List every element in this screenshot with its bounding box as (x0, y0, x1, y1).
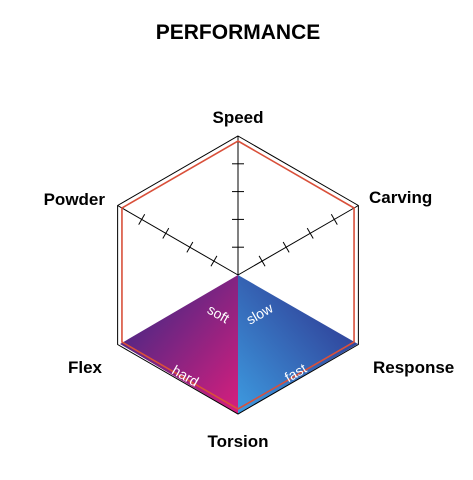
axis-label-carving: Carving (369, 188, 432, 207)
series-line (121, 140, 355, 410)
axis-label-flex: Flex (68, 358, 103, 377)
axis-ticks (138, 163, 338, 267)
tick-carving-2 (282, 241, 290, 253)
axis-label-torsion: Torsion (207, 432, 268, 451)
tick-powder-2 (186, 241, 194, 253)
tick-carving-1 (258, 255, 266, 267)
axis-spoke-carving (237, 205, 359, 276)
chart-title: PERFORMANCE (156, 21, 321, 44)
axis-label-speed: Speed (212, 108, 263, 127)
tick-powder-1 (210, 255, 218, 267)
lower-fill-region (120, 275, 358, 414)
axis-label-powder: Powder (44, 190, 106, 209)
tick-powder-3 (162, 227, 170, 239)
fill-left-half (120, 275, 238, 414)
tick-carving-3 (306, 227, 314, 239)
tick-carving-4 (330, 213, 338, 225)
fill-right-half (238, 275, 358, 414)
tick-powder-4 (138, 213, 146, 225)
radar-frame (117, 135, 359, 415)
axis-spoke-powder (117, 205, 239, 276)
axis-label-response: Response (373, 358, 454, 377)
